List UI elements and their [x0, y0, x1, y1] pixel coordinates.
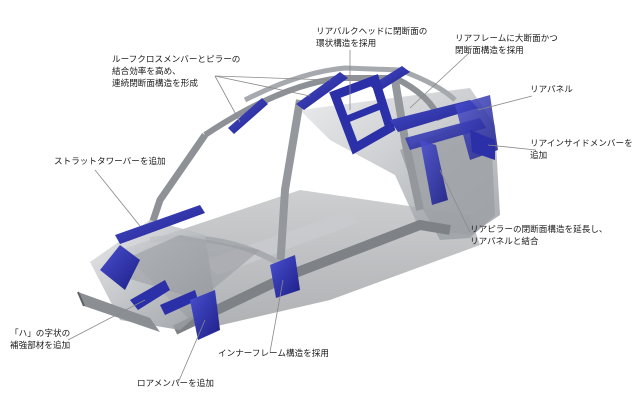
rear-bulkhead-cross: [343, 100, 387, 124]
rear-bulkhead-ring: [329, 74, 396, 155]
leader-lines: [67, 50, 537, 384]
label-inner-frame: インナーフレーム構造を採用: [218, 349, 329, 359]
label-roof-cross-member: ルーフクロスメンバーとピラーの 結合効率を高め、 連続閉断面構造を形成: [112, 55, 241, 90]
rear-inside-member: [470, 130, 495, 160]
roof-rail-far: [243, 65, 457, 103]
side-sill: [172, 219, 451, 335]
c-pillar: [391, 79, 424, 211]
front-side-frame: [100, 245, 140, 290]
ha-shaped-reinforcement-right: [160, 290, 198, 315]
label-strut-tower-bar: ストラットタワーバーを追加: [54, 157, 166, 167]
b-pillar: [276, 99, 304, 271]
inner-frame: [270, 255, 300, 298]
a-pillar: [146, 133, 208, 232]
label-lower-member: ロアメンバーを追加: [137, 379, 214, 389]
front-bumper-beam-edge: [77, 291, 85, 307]
engine-bay-floor: [100, 235, 260, 300]
lower-member: [190, 290, 220, 340]
rear-pillar-extension: [420, 140, 448, 205]
front-bumper-beam: [78, 292, 160, 332]
label-rear-inside-member: リアインサイドメンバーを 追加: [530, 139, 633, 162]
label-rear-pillar: リアピラーの閉断面構造を延長し、 リアパネルと結合: [470, 225, 608, 248]
label-rear-panel: リアパネル: [530, 85, 573, 95]
roof-cross-member-front: [228, 98, 268, 134]
label-rear-bulkhead: リアバルクヘッドに閉断面の 環状構造を採用: [316, 27, 428, 50]
roof-cross-member-mid: [296, 72, 348, 110]
strut-tower-bar: [115, 205, 205, 244]
label-rear-frame: リアフレームに大断面かつ 閉断面構造を採用: [455, 34, 558, 57]
label-ha-shaped-reinforcement: 「ハ」の字状の 補強部材を追加: [10, 329, 71, 352]
